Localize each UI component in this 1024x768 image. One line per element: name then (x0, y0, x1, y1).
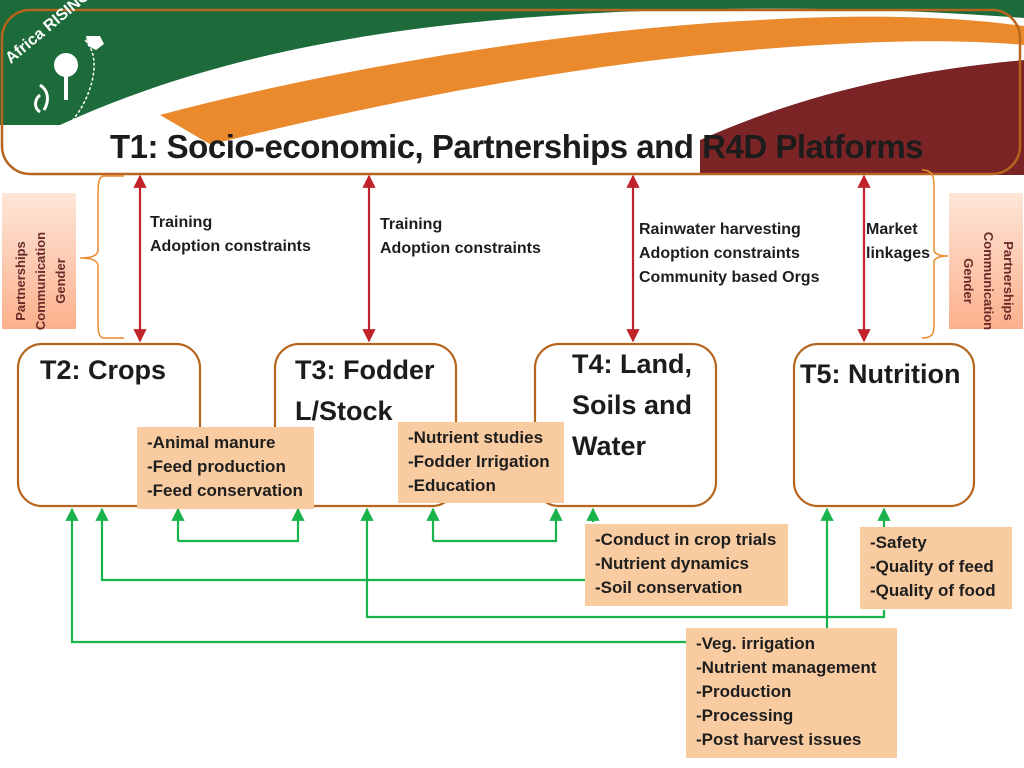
maroon-band (700, 60, 1024, 175)
link-label-t5-line-2: linkages (866, 245, 931, 262)
link-label-t3: Training Adoption constraints (380, 213, 541, 261)
note-box-t2-t3: -Animal manure -Feed production -Feed co… (137, 427, 314, 509)
link-label-t3-line-2: Adoption constraints (380, 240, 541, 257)
theme-t4-line-3: Water (572, 431, 647, 461)
note-veg-line-5: -Post harvest issues (696, 730, 862, 749)
theme-t3-line-1: T3: Fodder (295, 355, 435, 385)
left-bracket (79, 175, 124, 339)
note-t2t3-line-3: -Feed conservation (147, 481, 303, 500)
link-label-t5-line-1: Market (866, 221, 918, 238)
side-left-line-3: Gender (53, 258, 68, 304)
theme-t5-line-1: T5: Nutrition (800, 359, 961, 389)
note-t2t3-line-1: -Animal manure (147, 433, 276, 452)
connector-t2-t3-b (178, 507, 305, 543)
link-label-t3-line-1: Training (380, 216, 443, 233)
theme-title-t4: T4: Land, Soils and Water (572, 344, 692, 467)
side-panel-left (2, 193, 76, 329)
note-box-t5: -Safety -Quality of feed -Quality of foo… (860, 527, 1012, 609)
link-label-t4: Rainwater harvesting Adoption constraint… (639, 218, 819, 290)
theme-t4-line-2: Soils and (572, 390, 693, 420)
t1-title: T1: Socio-economic, Partnerships and R4D… (110, 128, 924, 165)
note-veg-line-3: -Production (696, 682, 792, 701)
theme-title-t2: T2: Crops (40, 350, 166, 391)
logo-graphic (34, 36, 104, 141)
note-t5-line-3: -Quality of food (870, 581, 996, 600)
white-swoosh (110, 41, 1024, 175)
connector-t4-t2-b (95, 507, 586, 582)
theme-t2-line-1: T2: Crops (40, 355, 167, 385)
connector-t5-t3 (360, 507, 886, 619)
green-band (0, 0, 1024, 125)
link-label-t2-line-2: Adoption constraints (150, 238, 311, 255)
side-panel-right-text: Partnerships Communication Gender (949, 193, 1023, 330)
link-label-t5: Market linkages (866, 218, 930, 266)
theme-t3-line-2: L/Stock (295, 396, 393, 426)
note-box-veg: -Veg. irrigation -Nutrient management -P… (686, 628, 897, 758)
link-label-t2: Training Adoption constraints (150, 211, 311, 259)
side-right-line-2: Communication (981, 231, 996, 331)
note-t4-line-1: -Conduct in crop trials (595, 530, 777, 549)
green-connectors (65, 507, 891, 644)
side-right-line-3: Gender (961, 258, 976, 304)
theme-box-t5 (792, 342, 976, 508)
note-box-t3-t4: -Nutrient studies -Fodder Irrigation -Ed… (398, 422, 564, 503)
right-bracket (921, 169, 949, 339)
link-label-t4-line-3: Community based Orgs (639, 269, 820, 286)
note-t3t4-line-2: -Fodder Irrigation (408, 452, 550, 471)
theme-t4-line-1: T4: Land, (572, 349, 692, 379)
note-veg-line-4: -Processing (696, 706, 794, 725)
connector-t3-t4-b (433, 507, 563, 543)
note-veg-line-1: -Veg. irrigation (696, 634, 816, 653)
header-banner (0, 0, 1024, 175)
side-right-line-1: Partnerships (1001, 241, 1016, 321)
note-t5-line-2: -Quality of feed (870, 557, 994, 576)
side-left-line-1: Partnerships (13, 241, 28, 321)
link-label-t2-line-1: Training (150, 214, 213, 231)
link-label-t4-line-1: Rainwater harvesting (639, 221, 801, 238)
theme-title-t3: T3: Fodder L/Stock (295, 350, 435, 432)
side-panel-left-text: Partnerships Communication Gender (2, 193, 76, 330)
theme-title-t5: T5: Nutrition (800, 354, 960, 395)
note-t4-line-2: -Nutrient dynamics (595, 554, 749, 573)
t1-frame (0, 8, 1022, 176)
note-t2t3-line-2: -Feed production (147, 457, 286, 476)
note-box-t4: -Conduct in crop trials -Nutrient dynami… (585, 524, 788, 606)
note-t3t4-line-3: -Education (408, 476, 496, 495)
connector-veg-t2 (65, 507, 686, 644)
note-t5-line-1: -Safety (870, 533, 927, 552)
note-veg-line-2: -Nutrient management (696, 658, 877, 677)
link-label-t4-line-2: Adoption constraints (639, 245, 800, 262)
side-left-line-2: Communication (33, 231, 48, 331)
side-panel-right (949, 193, 1023, 329)
note-t4-line-3: -Soil conservation (595, 578, 743, 597)
note-t3t4-line-1: -Nutrient studies (408, 428, 544, 447)
